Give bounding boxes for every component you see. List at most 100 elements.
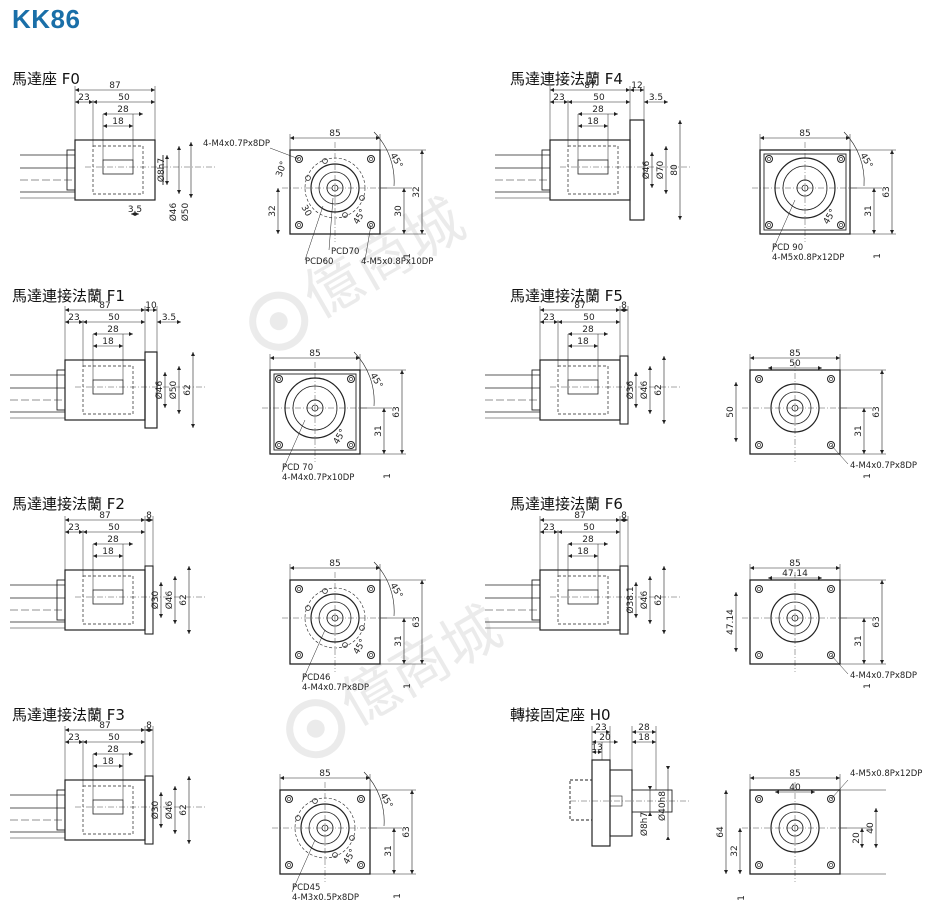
note-label: PCD 70 — [282, 463, 313, 473]
dimension-label: 85 — [799, 129, 810, 139]
dimension-label: 23 — [78, 93, 89, 103]
dimension-label: 40 — [866, 822, 876, 834]
dimension-label: Ø40h8 — [657, 791, 668, 821]
dimension-label: Ø46 — [154, 380, 165, 399]
dimension-label: 80 — [670, 164, 680, 176]
dimension-label: 8 — [621, 301, 627, 311]
note-label: 4-M3x0.5Px8DP — [292, 893, 359, 903]
dimension-label: 85 — [309, 349, 320, 359]
dimension-label: 23 — [543, 523, 554, 533]
note-label: 4-M4x0.7Px8DP — [850, 461, 917, 471]
dimension-label: 31 — [374, 425, 384, 436]
dimension-label: 87 — [574, 511, 585, 521]
dimension-label: Ø46 — [168, 202, 179, 221]
note-label: PCD60 — [305, 257, 333, 267]
section-title-h0: 轉接固定座 H0 — [510, 706, 611, 724]
dimension-label: 18 — [638, 733, 650, 743]
section-title-f0: 馬達座 F0 — [12, 70, 80, 88]
section-title-f1: 馬達連接法蘭 F1 — [12, 287, 125, 305]
dimension-label: Ø46 — [641, 160, 652, 179]
dimension-label: 50 — [108, 313, 120, 323]
dimension-label: 50 — [108, 523, 120, 533]
dimension-label: 1 — [737, 895, 747, 901]
section-title-f4: 馬達連接法蘭 F4 — [510, 70, 623, 88]
dimension-label: Ø46 — [639, 380, 650, 399]
dimension-label: 31 — [864, 205, 874, 216]
dimension-label: 30° — [275, 160, 290, 178]
dimension-label: 28 — [582, 535, 594, 545]
dimension-label: 3.5 — [649, 93, 663, 103]
dimension-label: 1 — [863, 473, 873, 479]
dimension-label: 85 — [329, 129, 340, 139]
dimension-label: 63 — [872, 406, 882, 417]
dimension-label: 31 — [394, 635, 404, 646]
dimension-label: 32 — [730, 845, 740, 856]
dimension-label: 87 — [99, 721, 110, 731]
note-label: 4-M5x0.8Px12DP — [772, 253, 844, 263]
dimension-label: 30 — [394, 205, 404, 217]
dimension-label: 23 — [595, 723, 606, 733]
dimension-label: 18 — [577, 337, 589, 347]
dimension-label: 87 — [99, 301, 110, 311]
section-title-f2: 馬達連接法蘭 F2 — [12, 495, 125, 513]
dimension-label: Ø46 — [164, 590, 175, 609]
dimension-label: 8 — [146, 511, 152, 521]
dimension-label: 32 — [268, 205, 278, 216]
note-label: 4-M5x0.8Px10DP — [361, 257, 433, 267]
section-title-f3: 馬達連接法蘭 F3 — [12, 706, 125, 724]
dimension-label: 45° — [352, 208, 369, 227]
dimension-label: 23 — [68, 733, 79, 743]
dimension-label: Ø50 — [168, 380, 179, 399]
dimension-label: 45° — [342, 848, 359, 867]
dimension-label: 28 — [638, 723, 650, 733]
dimension-label: 62 — [654, 594, 664, 605]
dimension-label: 3.5 — [128, 205, 142, 215]
dimension-label: 1 — [403, 683, 413, 689]
dimension-label: 62 — [654, 384, 664, 395]
dimension-label: 45° — [352, 638, 369, 657]
dimension-label: 62 — [179, 594, 189, 605]
page-title: KK86 — [12, 4, 81, 34]
dimension-label: Ø8h7 — [156, 158, 167, 182]
dimension-label: Ø38.1 — [625, 586, 636, 613]
dimension-label: Ø30 — [150, 800, 161, 819]
dimension-label: 85 — [319, 769, 330, 779]
dimension-label: Ø46 — [164, 800, 175, 819]
dimension-label: 50 — [726, 406, 736, 418]
dimension-label: 18 — [112, 117, 124, 127]
section-title-f6: 馬達連接法蘭 F6 — [510, 495, 623, 513]
dimension-label: Ø50 — [180, 202, 191, 221]
dimension-label: 64 — [716, 826, 726, 838]
dimension-label: 23 — [543, 313, 554, 323]
dimension-label: Ø36 — [625, 380, 636, 399]
dimension-label: 63 — [882, 186, 892, 197]
dimension-label: 63 — [402, 826, 412, 837]
dimension-label: 62 — [179, 804, 189, 815]
dimension-label: 50 — [118, 93, 130, 103]
dimension-label: 45° — [387, 152, 404, 171]
dimension-label: Ø46 — [639, 590, 650, 609]
dimension-label: 28 — [592, 105, 604, 115]
dimension-label: 85 — [789, 769, 800, 779]
note-label: PCD45 — [292, 883, 320, 893]
dimension-label: 50 — [583, 523, 595, 533]
dimension-label: 1 — [403, 253, 413, 259]
dimension-label: 87 — [584, 81, 595, 91]
dimension-label: 63 — [412, 616, 422, 627]
dimension-label: 23 — [68, 523, 79, 533]
